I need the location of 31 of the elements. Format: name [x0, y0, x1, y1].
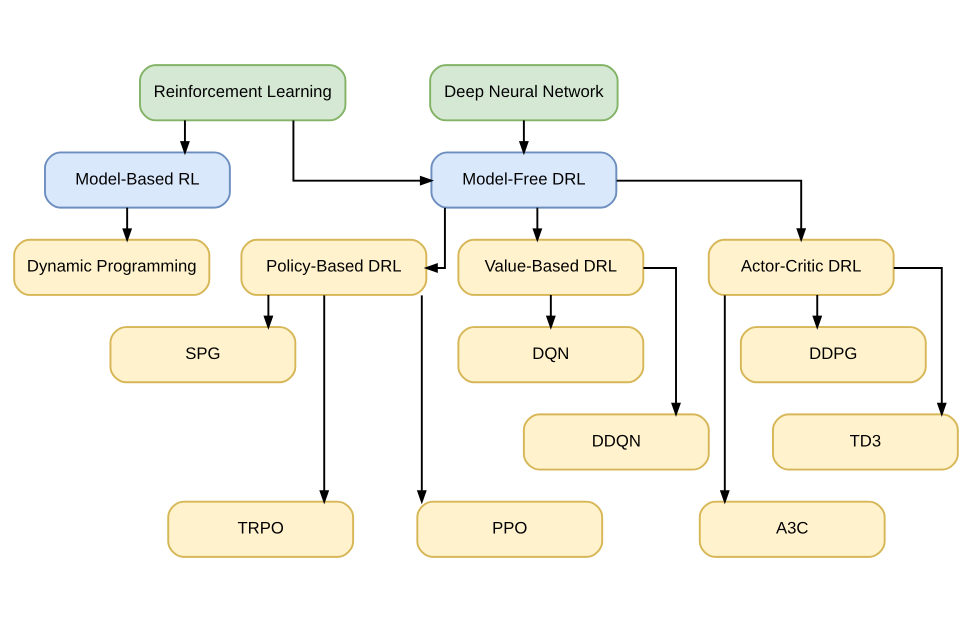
node-box: Value-Based DRL: [456, 238, 644, 296]
arrow: [545, 294, 556, 330]
node-box: TD3: [771, 412, 958, 470]
arrow: [616, 179, 806, 242]
arrow: [318, 294, 329, 504]
arrow: [292, 120, 434, 186]
node-box: Model-Based RL: [44, 150, 230, 208]
arrow: [532, 207, 542, 242]
node-box: Policy-Based DRL: [240, 238, 427, 296]
node-box: DQN: [456, 326, 644, 383]
node-box: DDQN: [522, 412, 710, 470]
node-box: Actor-Critic DRL: [707, 238, 894, 296]
node-box: Model-Free DRL: [430, 150, 617, 208]
arrow: [642, 266, 680, 416]
arrow: [518, 120, 528, 155]
node-box: PPO: [416, 500, 603, 558]
arrow: [416, 294, 426, 504]
arrow: [179, 120, 190, 155]
arrow: [262, 294, 273, 330]
node-box: DDPG: [739, 326, 926, 383]
node-box: Dynamic Programming: [12, 238, 210, 296]
node-box: SPG: [109, 326, 296, 383]
node-box: A3C: [698, 500, 886, 558]
node-box: Deep Neural Network: [428, 64, 618, 121]
arrow: [893, 266, 946, 416]
arrow: [122, 207, 132, 242]
arrow: [812, 294, 822, 330]
arrow: [719, 294, 730, 504]
node-box: Reinforcement Learning: [138, 64, 346, 121]
arrow: [423, 207, 446, 272]
node-box: TRPO: [166, 500, 354, 558]
